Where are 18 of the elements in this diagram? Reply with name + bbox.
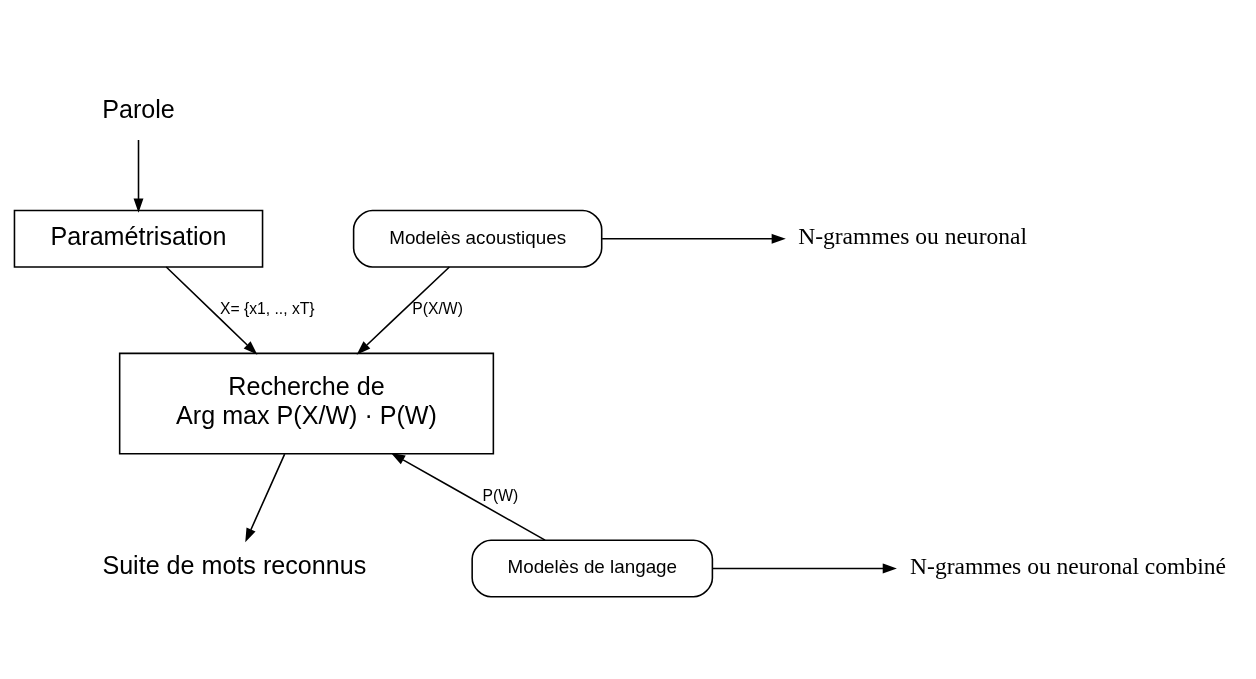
node-text: Suite de mots reconnus <box>102 550 367 579</box>
node-text: N-grammes ou neuronal combiné <box>910 552 1226 579</box>
arrow <box>165 265 258 355</box>
node-text: Parole <box>102 94 175 123</box>
node-box: Modelès acoustiques <box>352 209 603 268</box>
arrow <box>133 138 144 213</box>
arrow <box>245 452 286 542</box>
edge-label: X= {x1, .., xT} <box>219 299 315 317</box>
arrow <box>711 563 897 573</box>
arrow <box>390 452 546 541</box>
node-box: Recherche de Arg max P(X/W) · P(W) <box>118 352 495 455</box>
edge-label: P(X/W) <box>412 299 463 317</box>
node-text: N-grammes ou neuronal <box>798 222 1028 249</box>
node-box: Paramétrisation <box>13 209 264 268</box>
node-box: Modelès de langage <box>471 538 714 597</box>
arrow <box>356 265 451 355</box>
arrow <box>601 233 786 244</box>
edge-label: P(W) <box>482 486 519 504</box>
